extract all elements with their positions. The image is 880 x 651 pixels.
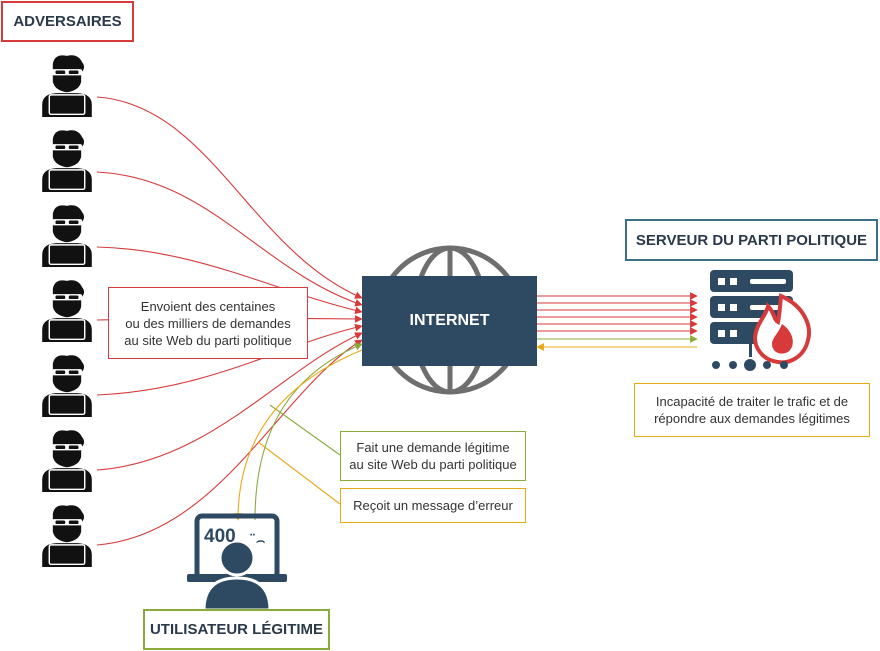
- hacker-icon: [41, 130, 93, 192]
- attack-arrow: [96, 323, 363, 396]
- hacker-icon: [41, 355, 93, 417]
- hacker-icon: [41, 205, 93, 267]
- adversaries-title: ADVERSAIRES: [1, 1, 134, 42]
- attack-arrows: [96, 96, 363, 546]
- note-line: Reçoit un message d’erreur: [353, 498, 513, 513]
- hacker-icon: [41, 505, 93, 567]
- error-code-text: 400: [204, 526, 236, 547]
- hacker-icon: [41, 55, 93, 117]
- hacker-icon: [41, 280, 93, 342]
- attack-arrow: [96, 332, 363, 471]
- legit-request-note: Fait une demande légitime au site Web du…: [340, 431, 526, 481]
- error-response-arrow: [234, 349, 363, 521]
- server-on-fire-icon: [710, 270, 811, 371]
- note-line: ou des milliers de demandes: [125, 315, 291, 331]
- hacker-icon: [41, 430, 93, 492]
- legit-note-connector: [269, 404, 341, 456]
- attack-note: Envoient des centaines ou des milliers d…: [108, 287, 308, 359]
- adversary-group: [41, 55, 93, 567]
- note-line: au site Web du parti politique: [124, 332, 292, 348]
- internet-panel: [362, 276, 537, 366]
- server-title: SERVEUR DU PARTI POLITIQUE: [625, 219, 878, 261]
- internet-label: INTERNET: [409, 312, 490, 329]
- note-line: au site Web du parti politique: [349, 457, 517, 472]
- note-line: Envoient des centaines: [140, 298, 276, 314]
- legit-request-arrow: [254, 343, 363, 521]
- note-line: répondre aux demandes légitimes: [654, 411, 850, 426]
- legit-user-title: UTILISATEUR LÉGITIME: [143, 609, 330, 650]
- error-note: Reçoit un message d’erreur: [340, 488, 526, 523]
- attack-arrow: [96, 96, 363, 299]
- user-computer-icon: [187, 513, 287, 612]
- attack-arrow: [96, 339, 363, 546]
- attack-arrow: [96, 246, 363, 315]
- internet-node: [362, 245, 537, 395]
- flood-arrows: [537, 292, 698, 335]
- error-note-connector: [257, 441, 341, 505]
- attack-arrow: [96, 171, 363, 307]
- server-failure-note: Incapacité de traiter le trafic et de ré…: [634, 383, 870, 437]
- sad-face-icon: ¨⌢: [249, 533, 265, 549]
- note-line: Fait une demande légitime: [356, 440, 510, 455]
- note-line: Incapacité de traiter le trafic et de: [655, 394, 849, 409]
